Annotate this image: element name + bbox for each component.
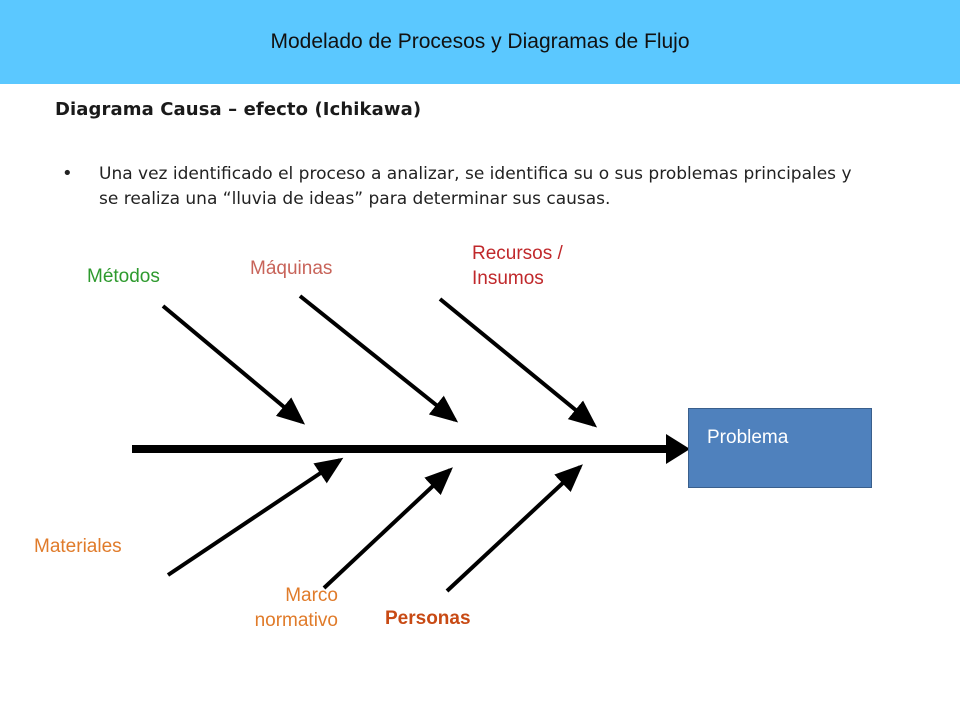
bone-maquinas xyxy=(298,294,459,423)
cause-label-maquinas: Máquinas xyxy=(250,258,333,279)
problem-label: Problema xyxy=(707,427,789,448)
section-subtitle: Diagrama Causa – efecto (Ichikawa) xyxy=(55,99,422,120)
cause-label-materiales: Materiales xyxy=(34,536,122,557)
bone-materiales xyxy=(166,457,344,577)
spine-arrowhead xyxy=(666,434,690,464)
bullet-marker: • xyxy=(62,163,73,184)
cause-label-marco-normativo: Marco normativo xyxy=(254,585,338,631)
header-bar xyxy=(0,0,960,84)
bone-metodos xyxy=(161,304,306,425)
page-title: Modelado de Procesos y Diagramas de Fluj… xyxy=(270,30,690,53)
problem-box: Problema xyxy=(688,408,872,488)
cause-label-recursos-insumos: Recursos / Insumos xyxy=(472,243,563,289)
bullet-text: Una vez identificado el proceso a analiz… xyxy=(99,164,852,209)
cause-label-metodos: Métodos xyxy=(87,266,160,287)
bone-personas xyxy=(445,464,583,593)
bone-recursos xyxy=(438,297,598,428)
cause-label-personas: Personas xyxy=(385,608,471,629)
bone-marco-normativo xyxy=(322,467,453,590)
